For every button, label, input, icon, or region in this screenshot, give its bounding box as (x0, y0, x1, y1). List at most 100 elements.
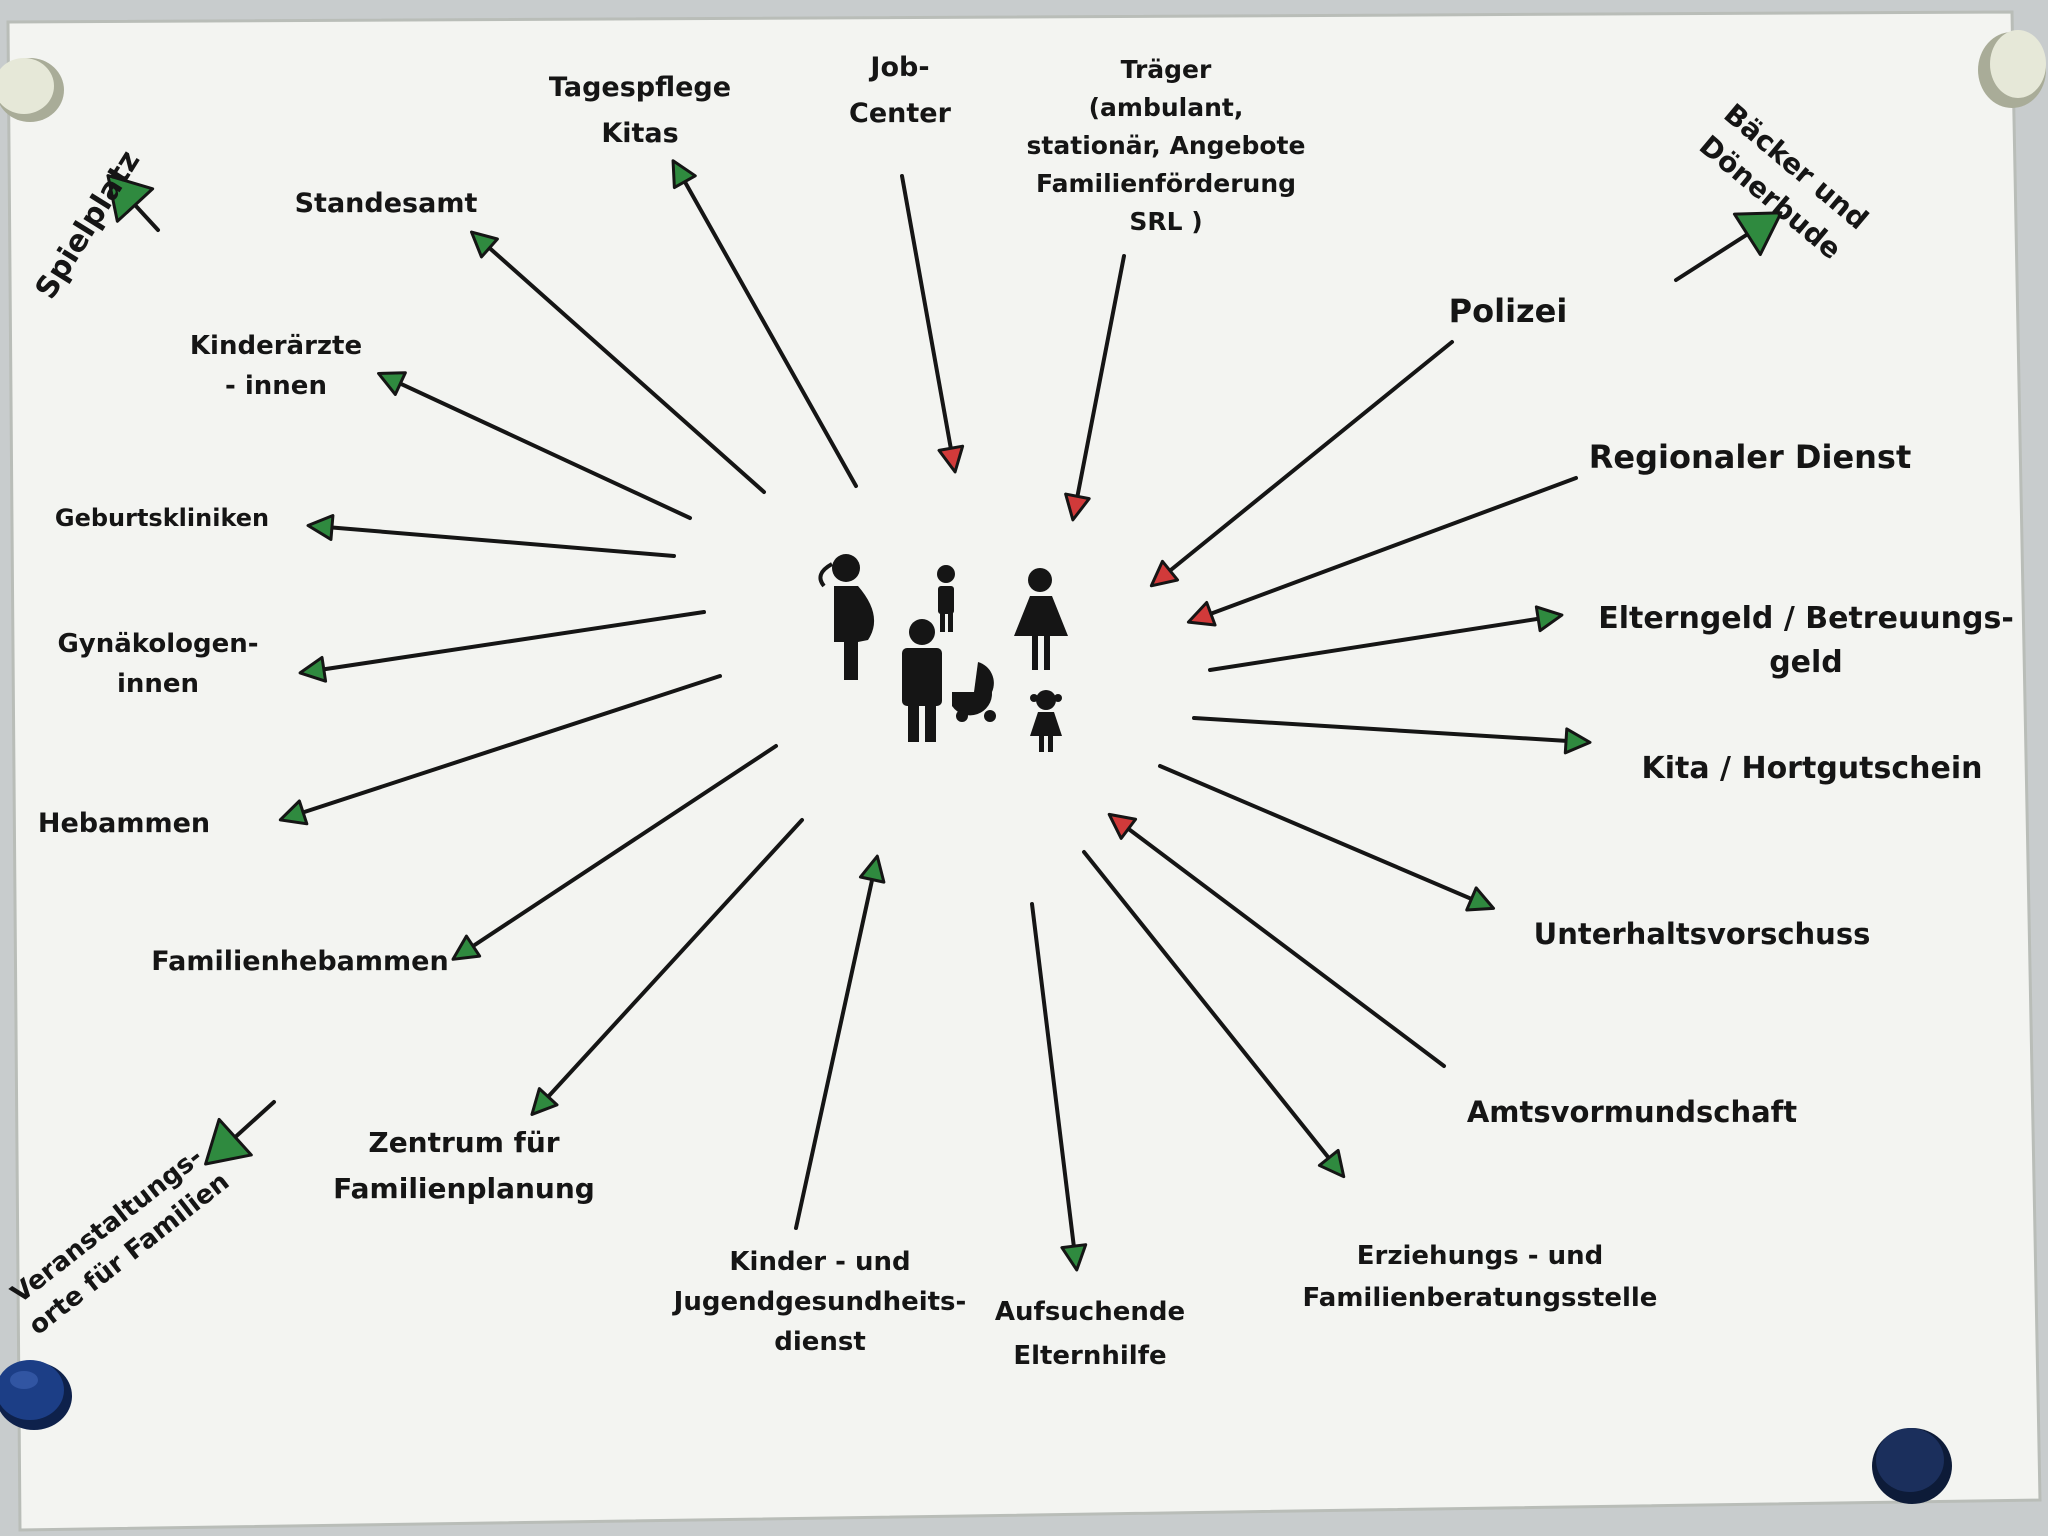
arrowhead-spielplatz-icon (106, 174, 155, 223)
arrowhead-traeger-icon (1064, 492, 1091, 522)
label-kinderaerzte: Kinderärzte - innen (190, 331, 362, 401)
label-line-amtsvormund: Amtsvormundschaft (1467, 1095, 1797, 1129)
label-line-kinderaerzte: Kinderärzte (190, 331, 362, 361)
arrow-line-erziehung (1082, 850, 1342, 1174)
label-hebammen: Hebammen (38, 808, 210, 839)
arrow-line-elterngeld (1208, 614, 1558, 672)
arrowhead-kinderaerzte-icon (377, 371, 407, 396)
arrow-elterngeld (1208, 605, 1564, 672)
arrow-kjgd (794, 854, 886, 1230)
arrowhead-hebammen-icon (278, 799, 309, 826)
arrow-line-jobcenter (900, 174, 956, 468)
arrow-amtsvormund (1107, 812, 1446, 1068)
arrow-layer (106, 159, 1783, 1272)
label-gynaekologen: Gynäkologen-innen (57, 629, 258, 699)
label-line-tagespflege: Tagespflege (549, 72, 731, 103)
stroller-icon (952, 662, 996, 722)
arrow-line-aufsuchende (1030, 902, 1078, 1266)
arrow-line-polizei (1154, 340, 1454, 584)
arrow-line-tagespflege (674, 164, 858, 488)
label-line-elterngeld: Elterngeld / Betreuungs- (1598, 601, 2014, 636)
label-line-traeger: stationär, Angebote (1027, 131, 1306, 160)
label-line-polizei: Polizei (1449, 292, 1568, 330)
label-geburtskliniken: Geburtskliniken (55, 504, 269, 532)
label-elterngeld: Elterngeld / Betreuungs-geld (1598, 601, 2014, 680)
label-line-unterhalt: Unterhaltsvorschuss (1534, 917, 1871, 951)
arrow-hebammen (278, 674, 722, 826)
label-line-jobcenter: Center (849, 98, 952, 129)
label-line-kinderaerzte: - innen (225, 371, 327, 401)
magnet-top-left-icon (0, 58, 64, 122)
arrow-gynaekologen (298, 610, 706, 683)
label-line-aufsuchende: Elternhilfe (1013, 1341, 1166, 1371)
arrowhead-veranstaltung-icon (204, 1117, 253, 1166)
arrow-line-regionaler (1192, 476, 1578, 622)
arrow-line-hebammen (284, 674, 722, 820)
arrow-spielplatz (106, 174, 160, 232)
arrow-line-standesamt (474, 234, 766, 494)
label-line-geburtskliniken: Geburtskliniken (55, 504, 269, 532)
arrowhead-unterhalt-icon (1465, 886, 1496, 912)
arrow-line-unterhalt (1158, 764, 1490, 908)
arrow-line-zentrum (534, 818, 804, 1112)
arrowhead-aufsuchende-icon (1060, 1243, 1088, 1272)
label-line-gynaekologen: innen (117, 669, 199, 699)
arrow-line-kinderaerzte (382, 374, 692, 520)
arrow-regionaler (1186, 476, 1578, 627)
arrowhead-standesamt-icon (470, 230, 499, 259)
label-polizei: Polizei (1449, 292, 1568, 330)
label-line-kjgd: Jugendgesundheits- (672, 1287, 967, 1317)
arrowhead-gynaekologen-icon (298, 655, 328, 683)
arrowhead-jobcenter-icon (937, 444, 965, 474)
label-line-jobcenter: Job- (868, 52, 929, 83)
label-line-zentrum: Familienplanung (333, 1172, 595, 1205)
label-line-familienhebammen: Familienhebammen (151, 946, 448, 977)
arrow-jobcenter (900, 174, 965, 474)
pregnant-woman-icon (818, 554, 875, 680)
arrowhead-tagespflege-icon (671, 159, 697, 190)
family-pictogram-icon (818, 554, 1068, 752)
arrow-line-gynaekologen (304, 610, 706, 674)
arrow-kinderaerzte (377, 371, 692, 520)
label-line-erziehung: Familienberatungsstelle (1303, 1283, 1658, 1313)
arrowhead-polizei-icon (1149, 559, 1180, 588)
arrow-line-familienhebammen (456, 744, 778, 958)
label-line-traeger: Träger (1121, 55, 1212, 84)
label-line-zentrum: Zentrum für (368, 1126, 559, 1159)
label-line-gynaekologen: Gynäkologen- (57, 629, 258, 659)
arrow-line-kita (1192, 716, 1586, 744)
label-familienhebammen: Familienhebammen (151, 946, 448, 977)
arrow-line-kjgd (794, 860, 878, 1230)
arrowhead-erziehung-icon (1317, 1148, 1346, 1179)
label-kita: Kita / Hortgutschein (1642, 751, 1983, 786)
label-line-elterngeld: geld (1769, 645, 1843, 680)
arrow-traeger (1064, 254, 1126, 522)
arrow-line-traeger (1072, 254, 1126, 516)
label-line-hebammen: Hebammen (38, 808, 210, 839)
arrowhead-regionaler-icon (1186, 600, 1217, 627)
label-regionaler: Regionaler Dienst (1589, 438, 1912, 476)
arrowhead-baecker-icon (1732, 211, 1783, 257)
label-amtsvormund: Amtsvormundschaft (1467, 1095, 1797, 1129)
label-unterhalt: Unterhaltsvorschuss (1534, 917, 1871, 951)
arrow-tagespflege (671, 159, 858, 488)
label-standesamt: Standesamt (295, 188, 478, 219)
arrow-standesamt (470, 230, 766, 494)
arrowhead-familienhebammen-icon (451, 934, 482, 961)
child-icon (937, 565, 955, 632)
arrow-kita (1192, 716, 1592, 755)
arrow-line-amtsvormund (1112, 816, 1446, 1068)
arrow-geburtskliniken (306, 514, 676, 558)
label-line-traeger: (ambulant, (1089, 93, 1244, 122)
label-line-traeger: Familienförderung (1036, 169, 1296, 198)
label-line-aufsuchende: Aufsuchende (995, 1297, 1185, 1327)
magnet-top-right-icon (1978, 30, 2046, 108)
label-line-regionaler: Regionaler Dienst (1589, 438, 1912, 476)
